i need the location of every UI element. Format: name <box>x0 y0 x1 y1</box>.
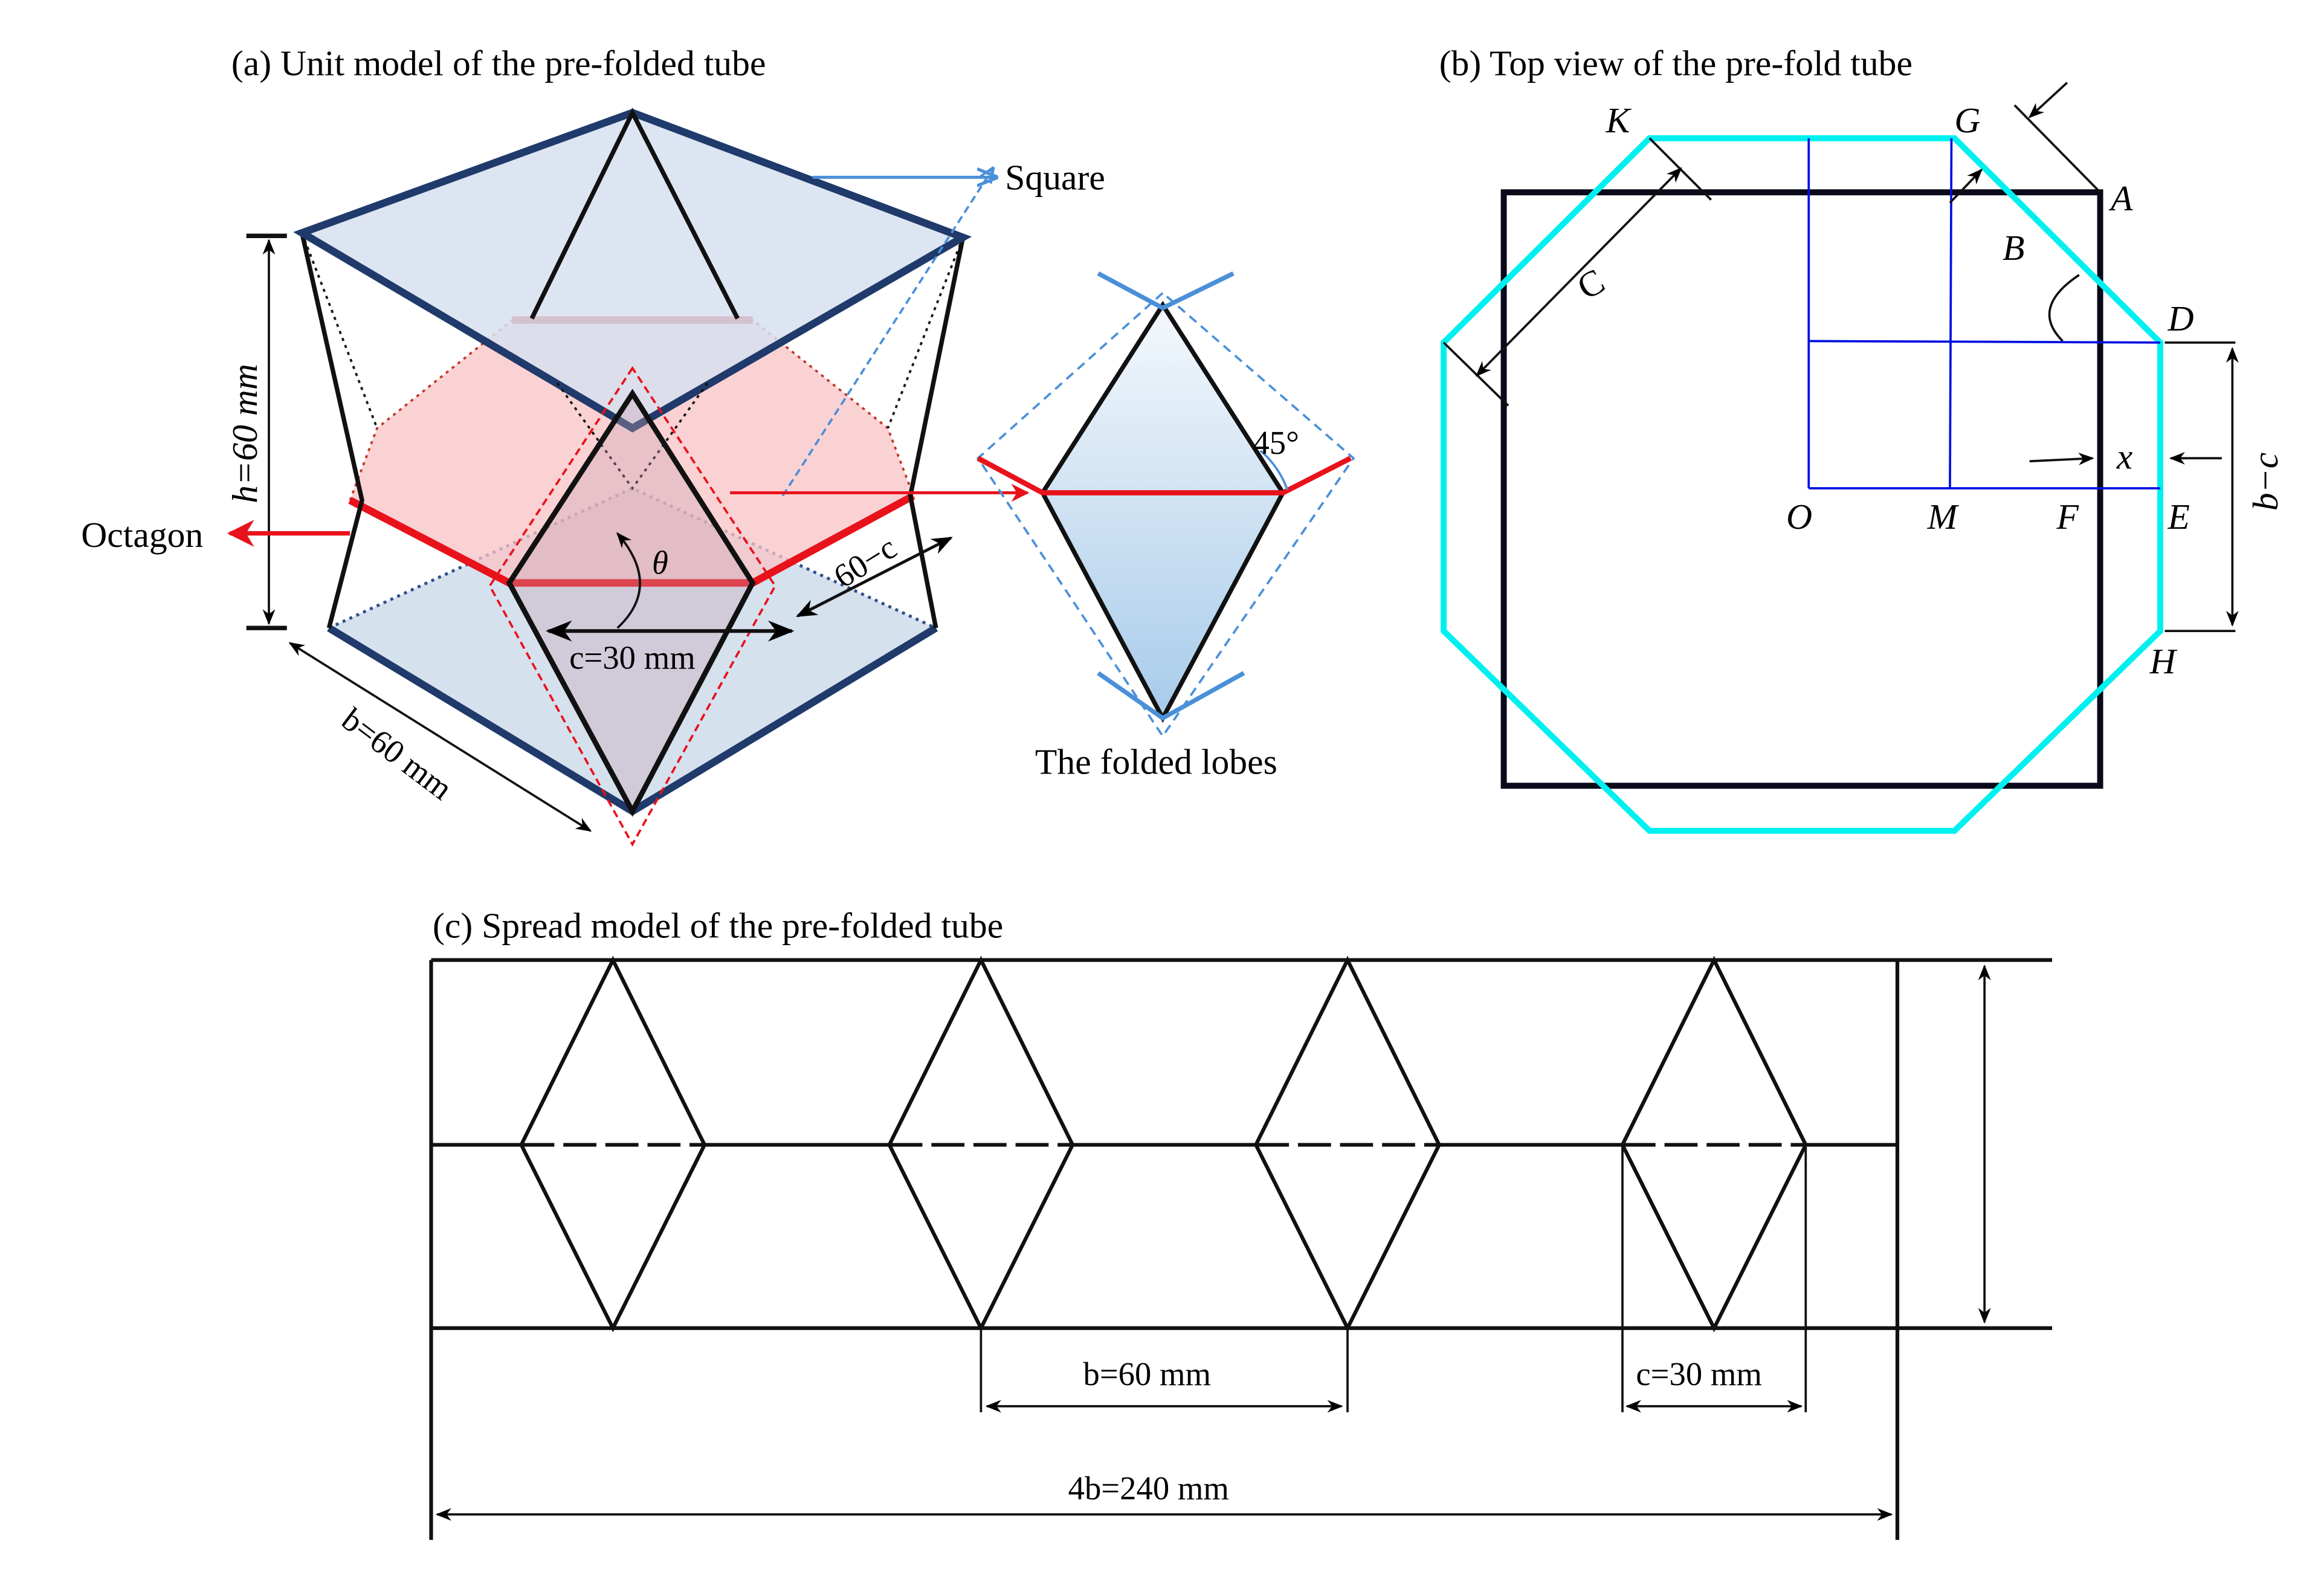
arrow-a <box>2028 82 2068 118</box>
extension-line-a <box>2013 104 2101 193</box>
folded-lobe-detail: 45° The folded lobes <box>976 271 1355 781</box>
lobe-dashed-outline <box>976 291 1355 738</box>
right-side-edge <box>908 237 966 628</box>
point-d: D <box>2167 299 2193 338</box>
octagon-outline <box>1441 135 2164 834</box>
point-f: F <box>2056 497 2079 537</box>
octagon-label: Octagon <box>81 515 203 555</box>
square-dashed-arrow <box>781 168 993 497</box>
lobes-label: The folded lobes <box>1035 741 1277 781</box>
panel-b-title: (b) Top view of the pre-fold tube <box>1439 43 1912 83</box>
left-hidden-edge <box>300 232 378 429</box>
x-label: x <box>2116 437 2133 477</box>
spread-diamond-4 <box>1620 955 1808 1333</box>
point-g: G <box>1954 100 1980 140</box>
sixty-minus-c-dimension <box>796 536 953 618</box>
point-e: E <box>2167 497 2189 537</box>
panel-c-title: (c) Spread model of the pre-folded tube <box>433 905 1003 945</box>
point-o: O <box>1786 497 1812 537</box>
total-label: 4b=240 mm <box>1068 1470 1229 1507</box>
c-dimension-b <box>1476 167 1682 377</box>
left-side-edge <box>300 232 364 629</box>
c-label-b: C <box>1570 260 1611 307</box>
spread-diamond-2 <box>887 955 1075 1333</box>
point-b: B <box>2003 228 2024 268</box>
panel-a-title: (a) Unit model of the pre-folded tube <box>231 43 766 83</box>
hidden-lobe-edges <box>556 382 709 491</box>
top-lobe-edges <box>529 108 740 320</box>
lobe-bottom-v <box>1097 671 1245 721</box>
point-a: A <box>2108 178 2133 218</box>
construction-lines <box>1807 138 2161 489</box>
b-minus-c-label: b−c <box>2245 453 2285 511</box>
panel-b-top-view: (b) Top view of the pre-fold tube C x b−… <box>1439 43 2285 834</box>
theta-label: θ <box>652 544 668 581</box>
arrow-g <box>1949 169 1983 204</box>
spread-diamond-3 <box>1253 955 1442 1333</box>
angle-label: 45° <box>1253 424 1299 461</box>
c-label: c=30 mm <box>569 639 696 676</box>
square-label: Square <box>1005 157 1105 197</box>
panel-c-spread-model: (c) Spread model of the pre-folded tube … <box>429 905 2053 1540</box>
top-square <box>293 108 972 433</box>
point-k: K <box>1606 100 1632 140</box>
lobe-red-crease <box>976 456 1352 496</box>
central-diamond-lobe <box>506 389 756 817</box>
spread-diamonds <box>431 955 1897 1333</box>
angle-arc-b <box>2048 274 2080 342</box>
lobe-top-v <box>1097 271 1235 311</box>
point-m: M <box>1927 497 1960 537</box>
b-label: b=60 mm <box>335 700 460 807</box>
c-label-c: c=30 mm <box>1636 1355 1762 1392</box>
panel-a-unit-model: (a) Unit model of the pre-folded tube h=… <box>81 43 1105 847</box>
point-h: H <box>2149 641 2178 681</box>
dashed-lobe-outline <box>488 366 776 847</box>
spread-diamond-1 <box>519 955 707 1333</box>
b-dimension <box>288 642 592 832</box>
height-label: h=60 mm <box>225 364 265 503</box>
angle-arc <box>1259 450 1289 491</box>
x-arrow-left <box>2029 452 2094 465</box>
b-label-c: b=60 mm <box>1083 1355 1211 1392</box>
theta-arc <box>616 532 641 629</box>
